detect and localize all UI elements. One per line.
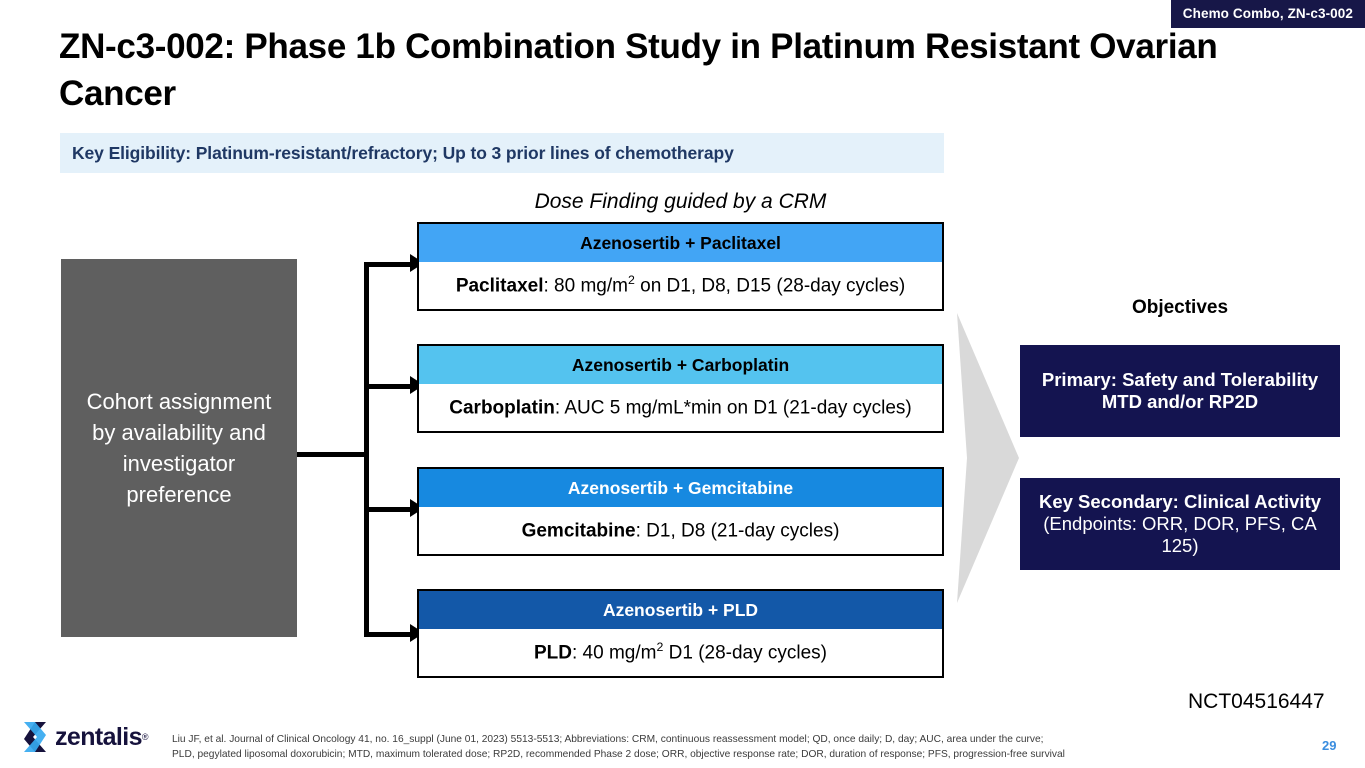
regimen-part1: : 40 mg/m bbox=[571, 642, 657, 664]
regimen-superscript: 2 bbox=[656, 640, 664, 655]
connector-trunk-horizontal bbox=[297, 452, 369, 457]
cohort-card-carboplatin[interactable]: Azenosertib + Carboplatin Carboplatin: A… bbox=[417, 344, 944, 433]
regimen-part1: : D1, D8 (21-day cycles) bbox=[635, 520, 840, 542]
page-title: ZN-c3-002: Phase 1b Combination Study in… bbox=[59, 27, 1218, 113]
cohort-card-header: Azenosertib + PLD bbox=[419, 591, 942, 629]
cohort-card-pld[interactable]: Azenosertib + PLD PLD: 40 mg/m2 D1 (28-d… bbox=[417, 589, 944, 678]
logo-wordmark: zentalis bbox=[55, 722, 143, 751]
footnote-line-2: PLD, pegylated liposomal doxorubicin; MT… bbox=[172, 748, 1065, 760]
cohort-card-header: Azenosertib + Gemcitabine bbox=[419, 469, 942, 507]
nct-number: NCT04516447 bbox=[1188, 690, 1325, 713]
connector-branch-4 bbox=[364, 632, 412, 637]
cohort-card-paclitaxel[interactable]: Azenosertib + Paclitaxel Paclitaxel: 80 … bbox=[417, 222, 944, 311]
section-badge: Chemo Combo, ZN-c3-002 bbox=[1170, 0, 1365, 28]
zentalis-mark-icon bbox=[24, 722, 46, 752]
cohort-card-header: Azenosertib + Carboplatin bbox=[419, 346, 942, 384]
cohort-card-header: Azenosertib + Paclitaxel bbox=[419, 224, 942, 262]
objective-secondary-line2: (Endpoints: ORR, DOR, PFS, CA 125) bbox=[1043, 513, 1317, 556]
connector-branch-1 bbox=[364, 262, 412, 267]
connector-spine-vertical bbox=[364, 262, 369, 637]
cohort-assignment-text: Cohort assignment by availability and in… bbox=[86, 388, 272, 508]
eligibility-banner: Key Eligibility: Platinum-resistant/refr… bbox=[60, 133, 944, 173]
objective-primary-line1: Primary: Safety and Tolerability bbox=[1041, 369, 1319, 390]
objective-secondary-box: Key Secondary: Clinical Activity (Endpoi… bbox=[1020, 478, 1340, 570]
cohort-card-regimen: PLD: 40 mg/m2 D1 (28-day cycles) bbox=[419, 629, 942, 676]
footnote: Liu JF, et al. Journal of Clinical Oncol… bbox=[172, 733, 1132, 763]
objective-primary-box: Primary: Safety and Tolerability MTD and… bbox=[1020, 345, 1340, 437]
cohort-card-regimen: Gemcitabine: D1, D8 (21-day cycles) bbox=[419, 507, 942, 554]
footnote-line-1: Liu JF, et al. Journal of Clinical Oncol… bbox=[172, 734, 1044, 745]
objective-primary-line2: MTD and/or RP2D bbox=[1101, 391, 1259, 412]
eligibility-text: Key Eligibility: Platinum-resistant/refr… bbox=[72, 142, 734, 163]
regimen-part1: : 80 mg/m bbox=[543, 275, 628, 297]
cohort-assignment-box: Cohort assignment by availability and in… bbox=[61, 259, 297, 637]
company-logo: zentalis® bbox=[22, 722, 149, 752]
drug-name: Carboplatin bbox=[449, 397, 555, 419]
regimen-part2: D1 (28-day cycles) bbox=[663, 642, 828, 664]
objective-secondary-line1: Key Secondary: Clinical Activity bbox=[1038, 491, 1322, 512]
drug-name: Paclitaxel bbox=[455, 275, 544, 297]
cohort-card-regimen: Paclitaxel: 80 mg/m2 on D1, D8, D15 (28-… bbox=[419, 262, 942, 309]
page-number: 29 bbox=[1322, 738, 1337, 753]
chevron-right-icon bbox=[957, 313, 1019, 608]
cohort-card-regimen: Carboplatin: AUC 5 mg/mL*min on D1 (21-d… bbox=[419, 384, 942, 431]
objectives-heading: Objectives bbox=[1131, 297, 1229, 318]
drug-name: Gemcitabine bbox=[521, 520, 636, 542]
dose-finding-caption: Dose Finding guided by a CRM bbox=[534, 190, 827, 213]
regimen-superscript: 2 bbox=[627, 273, 635, 288]
drug-name: PLD bbox=[533, 642, 572, 664]
connector-branch-2 bbox=[364, 384, 412, 389]
regimen-part1: : AUC 5 mg/mL*min on D1 (21-day cycles) bbox=[554, 397, 912, 419]
cohort-card-gemcitabine[interactable]: Azenosertib + Gemcitabine Gemcitabine: D… bbox=[417, 467, 944, 556]
connector-branch-3 bbox=[364, 507, 412, 512]
logo-trademark: ® bbox=[141, 732, 149, 742]
regimen-part2: on D1, D8, D15 (28-day cycles) bbox=[634, 275, 906, 297]
